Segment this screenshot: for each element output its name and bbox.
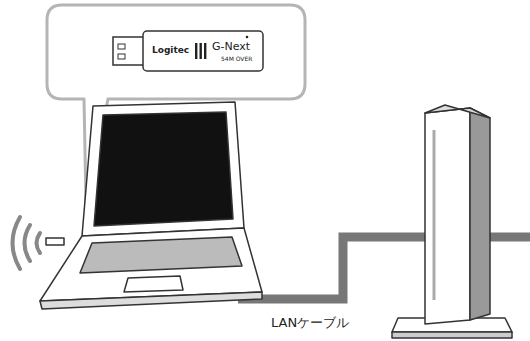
brand-label: Logitec — [152, 46, 189, 55]
radio-waves — [13, 217, 41, 269]
usb-adapter — [113, 31, 263, 71]
router — [392, 105, 512, 338]
laptop — [40, 102, 262, 309]
cable-label: LANケーブル — [271, 316, 349, 329]
speed-label: 54M OVER — [221, 56, 252, 62]
model-label: G-Next — [212, 41, 250, 52]
